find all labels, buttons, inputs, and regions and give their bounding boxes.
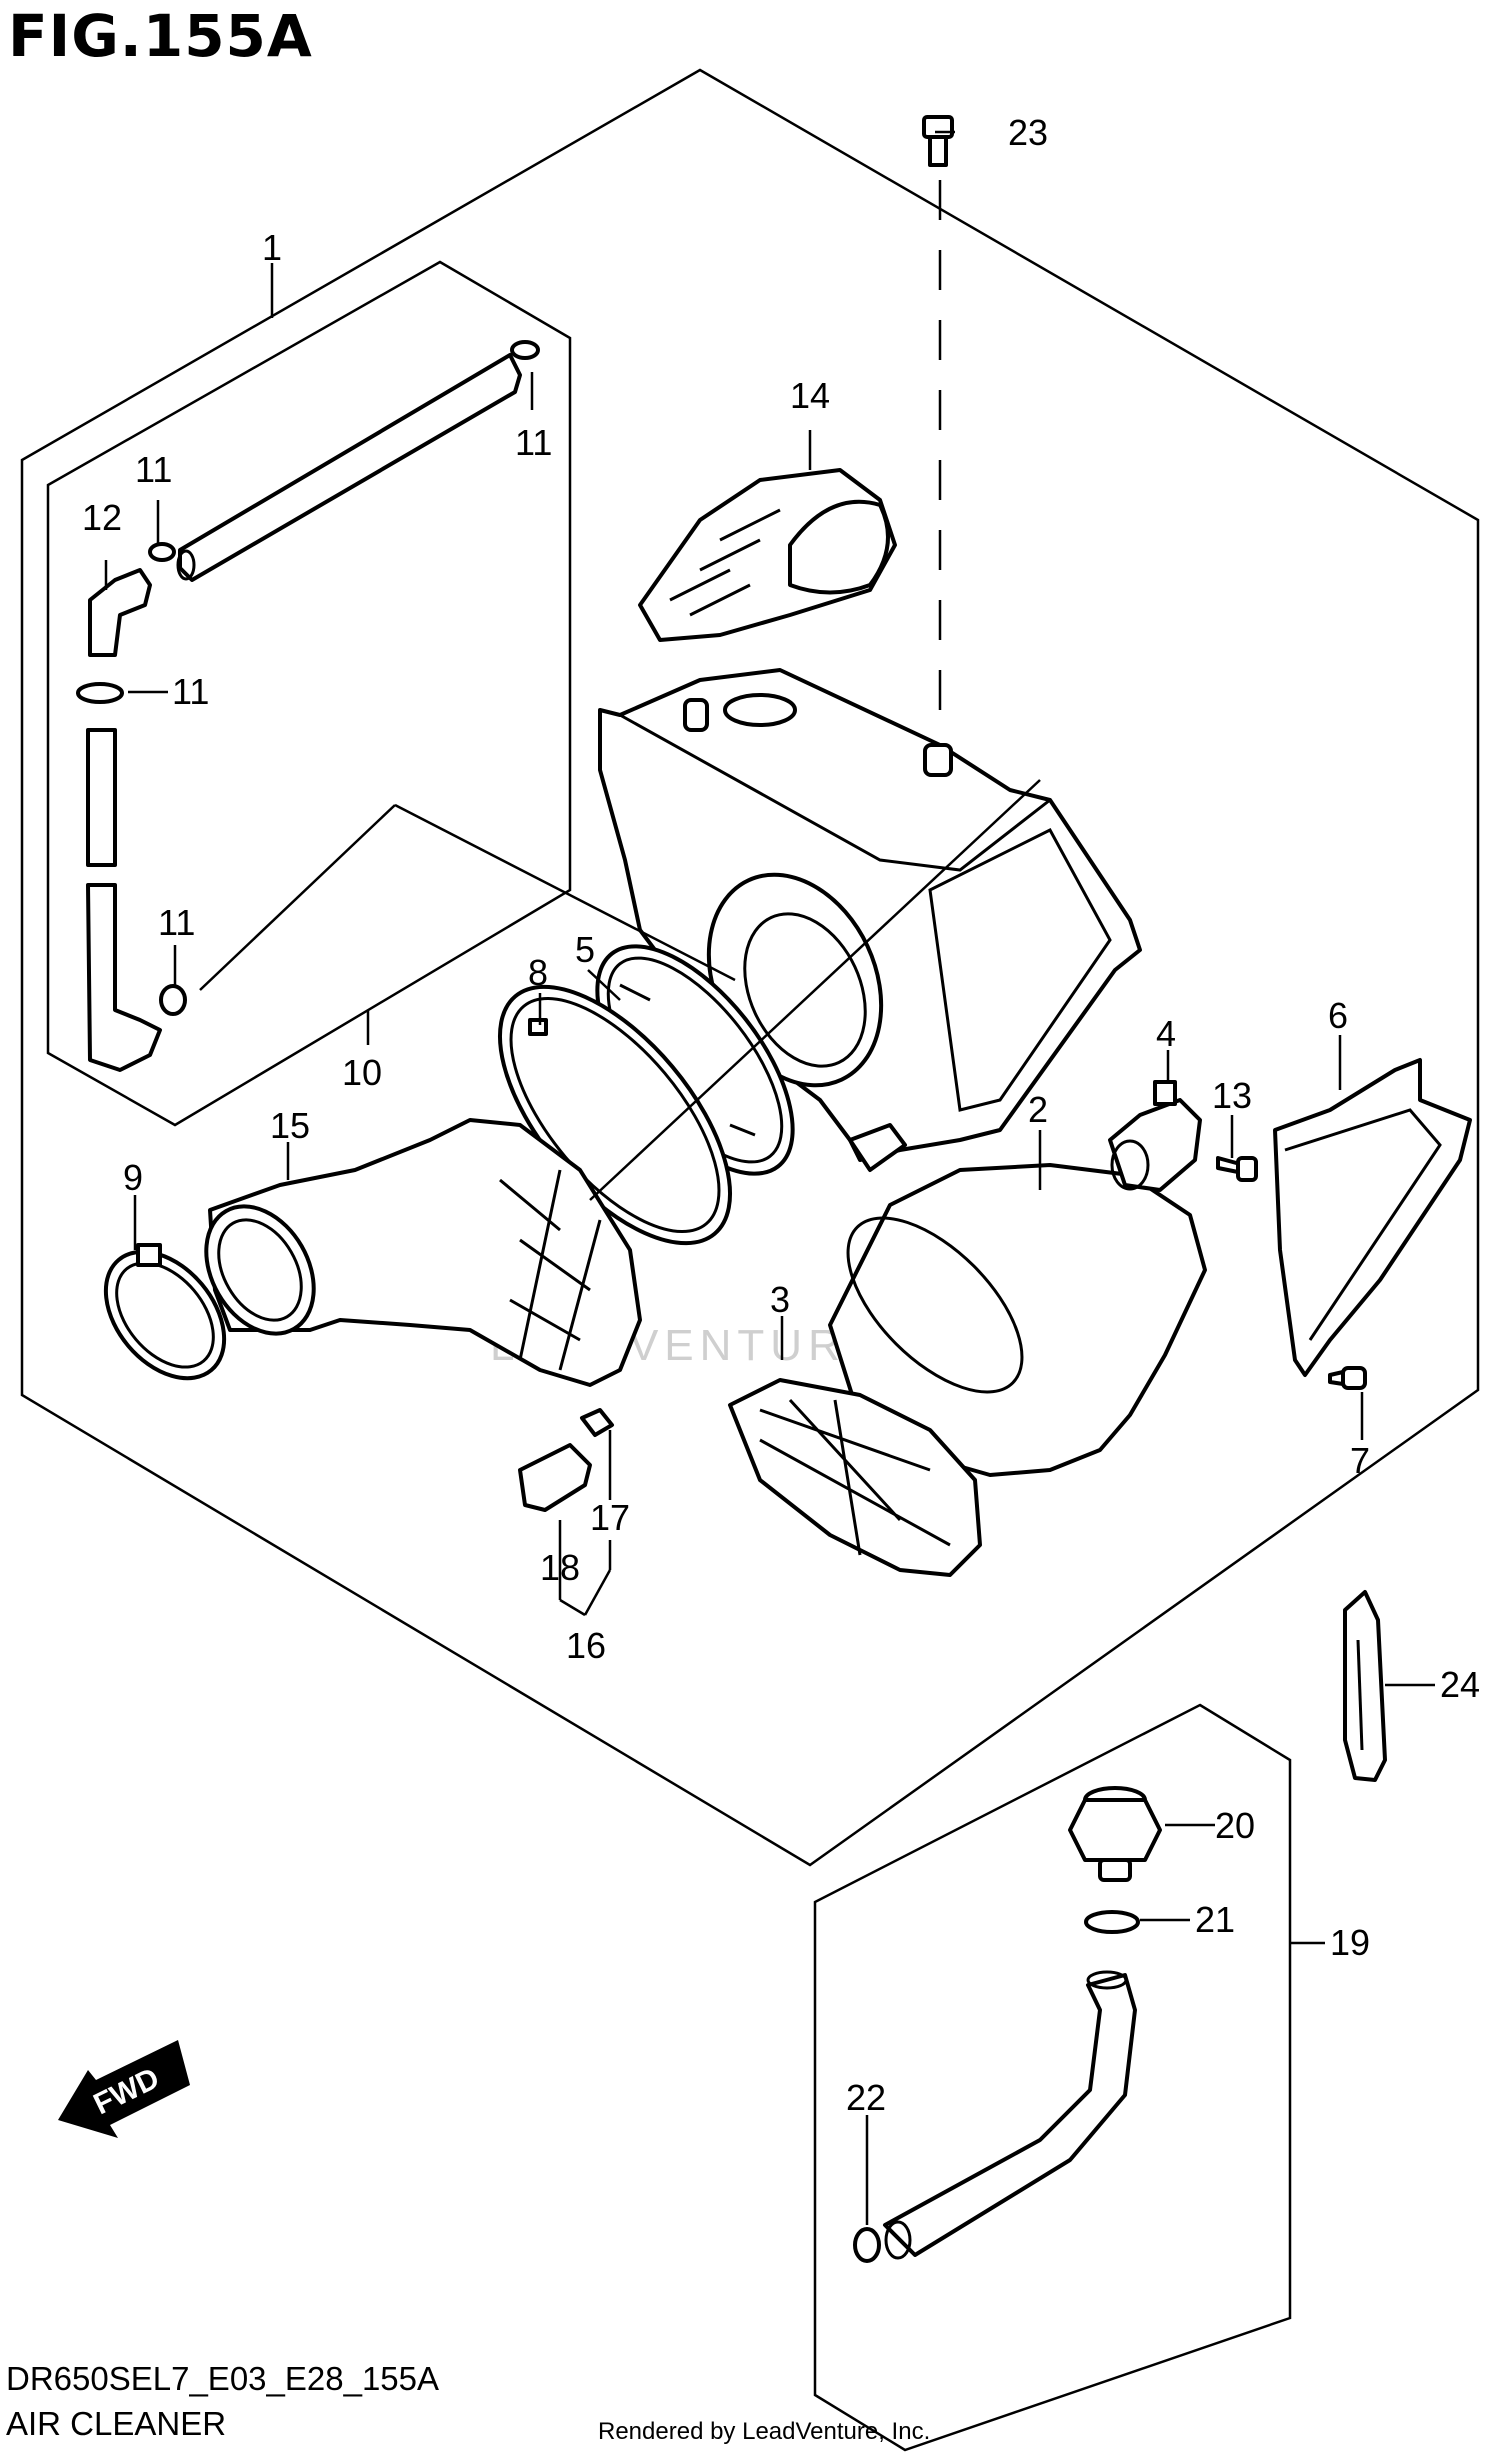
callout-11-d: 11	[158, 902, 195, 943]
callout-23: 23	[1008, 112, 1048, 153]
breather-kit-frame	[813, 1703, 1292, 2452]
callout-11-c: 11	[172, 671, 209, 712]
hose-kit-part-1	[76, 340, 540, 1072]
check-valve-part-20	[1068, 1786, 1162, 1882]
callout-1: 1	[262, 227, 282, 268]
callout-18: 18	[540, 1547, 580, 1588]
callout-7: 7	[1350, 1440, 1370, 1481]
callout-12: 12	[82, 497, 122, 538]
hose-kit-frame	[46, 260, 572, 1127]
figure-title: FIG.155A	[8, 2, 313, 70]
screw-part-13	[1216, 1156, 1258, 1182]
clamp-part-21	[1084, 1910, 1140, 1934]
intake-boot-part-15	[204, 1118, 642, 1387]
cover-part-6	[1273, 1058, 1472, 1377]
hose-clamp-part-9	[103, 1243, 227, 1381]
leader-lines	[104, 130, 1435, 2225]
model-code: DR650SEL7_E03_E28_155A	[6, 2360, 440, 2397]
callout-17: 17	[590, 1497, 630, 1538]
drain-plug-parts-17-18	[518, 1408, 614, 1512]
intake-duct-part-14	[638, 468, 897, 642]
callout-14: 14	[790, 375, 830, 416]
callout-6: 6	[1328, 995, 1348, 1036]
callout-8: 8	[528, 952, 548, 993]
bolt-part-23	[922, 115, 954, 740]
callout-3: 3	[770, 1279, 790, 1320]
callout-labels: 1 2 3 4 5 6 7 8 9 10 11 11 11 11 12 13 1…	[82, 112, 1480, 2118]
breather-hose-part-19	[883, 1970, 1137, 2260]
callout-24: 24	[1440, 1664, 1480, 1705]
forward-arrow-icon: FWD	[58, 2040, 190, 2138]
callout-15: 15	[270, 1105, 310, 1146]
callout-11-b: 11	[135, 449, 172, 490]
strap-part-24	[1343, 1590, 1387, 1782]
screw-part-7	[1328, 1366, 1367, 1390]
callout-21: 21	[1195, 1899, 1235, 1940]
callout-10: 10	[342, 1052, 382, 1093]
assembly-frame	[20, 68, 1480, 1867]
callout-20: 20	[1215, 1805, 1255, 1846]
callout-2: 2	[1028, 1089, 1048, 1130]
callout-5: 5	[575, 929, 595, 970]
clamp-part-22	[853, 2227, 881, 2263]
callout-22: 22	[846, 2077, 886, 2118]
figure-caption: AIR CLEANER	[6, 2405, 227, 2442]
element-frame-part-3	[728, 1378, 982, 1577]
callout-9: 9	[123, 1157, 143, 1198]
holder-part-4	[1108, 1080, 1202, 1192]
callout-16: 16	[566, 1625, 606, 1666]
callout-4: 4	[1156, 1013, 1176, 1054]
callout-19: 19	[1330, 1922, 1370, 1963]
callout-11-a: 11	[515, 422, 552, 463]
callout-13: 13	[1212, 1075, 1252, 1116]
render-credit: Rendered by LeadVenture, Inc.	[598, 2418, 931, 2445]
air-cleaner-box	[598, 668, 1142, 1172]
